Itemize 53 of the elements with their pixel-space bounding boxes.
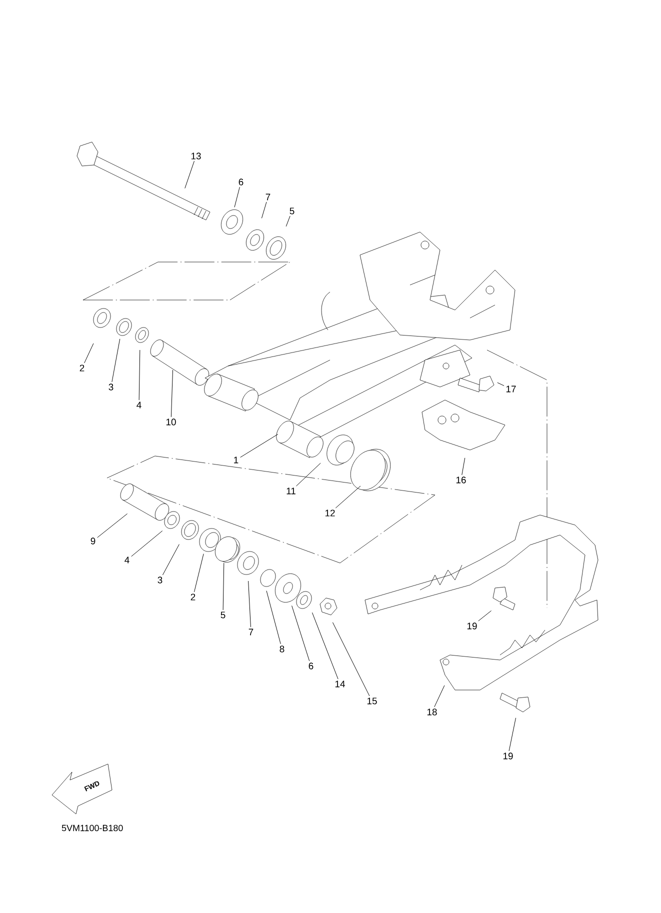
part-number: 5VM1100-B180 bbox=[62, 824, 123, 832]
leader-line bbox=[162, 544, 180, 576]
leader-line bbox=[292, 605, 310, 662]
callout-number: 4 bbox=[136, 402, 142, 408]
callout-number: 13 bbox=[191, 152, 201, 160]
callout-number: 5 bbox=[220, 612, 226, 618]
callout-number: 4 bbox=[124, 556, 130, 564]
leader-line bbox=[312, 612, 338, 680]
callout-number: 5 bbox=[290, 208, 294, 214]
leader-line bbox=[84, 343, 94, 364]
callout-number: 19 bbox=[467, 622, 477, 630]
leader-line bbox=[462, 458, 466, 476]
leader-line bbox=[508, 718, 516, 752]
leader-line bbox=[332, 622, 370, 696]
leader-line bbox=[434, 685, 445, 708]
callout-number: 11 bbox=[286, 488, 296, 494]
callout-number: 6 bbox=[308, 662, 314, 670]
callout-number: 6 bbox=[238, 178, 244, 186]
leader-line bbox=[222, 562, 224, 610]
leader-line bbox=[497, 382, 504, 386]
leader-line bbox=[335, 486, 361, 508]
callout-number: 10 bbox=[166, 418, 176, 426]
callout-number: 1 bbox=[234, 456, 238, 464]
callout-number: 19 bbox=[503, 752, 513, 760]
callout-number: 7 bbox=[248, 628, 254, 636]
leader-line bbox=[240, 434, 278, 458]
leader-line bbox=[248, 580, 251, 628]
leader-line bbox=[234, 186, 240, 208]
callout-number: 17 bbox=[506, 386, 516, 392]
leader-line bbox=[138, 350, 140, 400]
callout-number: 15 bbox=[367, 698, 377, 704]
leader-line bbox=[97, 513, 128, 538]
callout-number: 3 bbox=[108, 384, 114, 390]
leader-line bbox=[112, 338, 120, 382]
leader-line bbox=[266, 590, 281, 644]
callout-number: 8 bbox=[280, 646, 284, 652]
leader-line bbox=[286, 216, 290, 227]
callout-number: 3 bbox=[158, 576, 162, 584]
callout-number: 18 bbox=[427, 708, 437, 716]
callout-number: 12 bbox=[325, 510, 335, 516]
leader-line bbox=[131, 530, 163, 557]
callout-number: 2 bbox=[190, 594, 196, 600]
leader-line bbox=[194, 554, 204, 592]
leader-line bbox=[296, 462, 321, 486]
leader-line bbox=[170, 370, 174, 418]
callout-number: 16 bbox=[456, 476, 466, 484]
leader-line bbox=[261, 202, 267, 218]
callout-number: 7 bbox=[266, 194, 270, 200]
leader-line bbox=[478, 610, 492, 622]
callout-number: 14 bbox=[335, 680, 345, 688]
callout-number: 2 bbox=[80, 364, 84, 372]
leader-line bbox=[184, 160, 195, 189]
callout-number: 9 bbox=[90, 538, 96, 544]
